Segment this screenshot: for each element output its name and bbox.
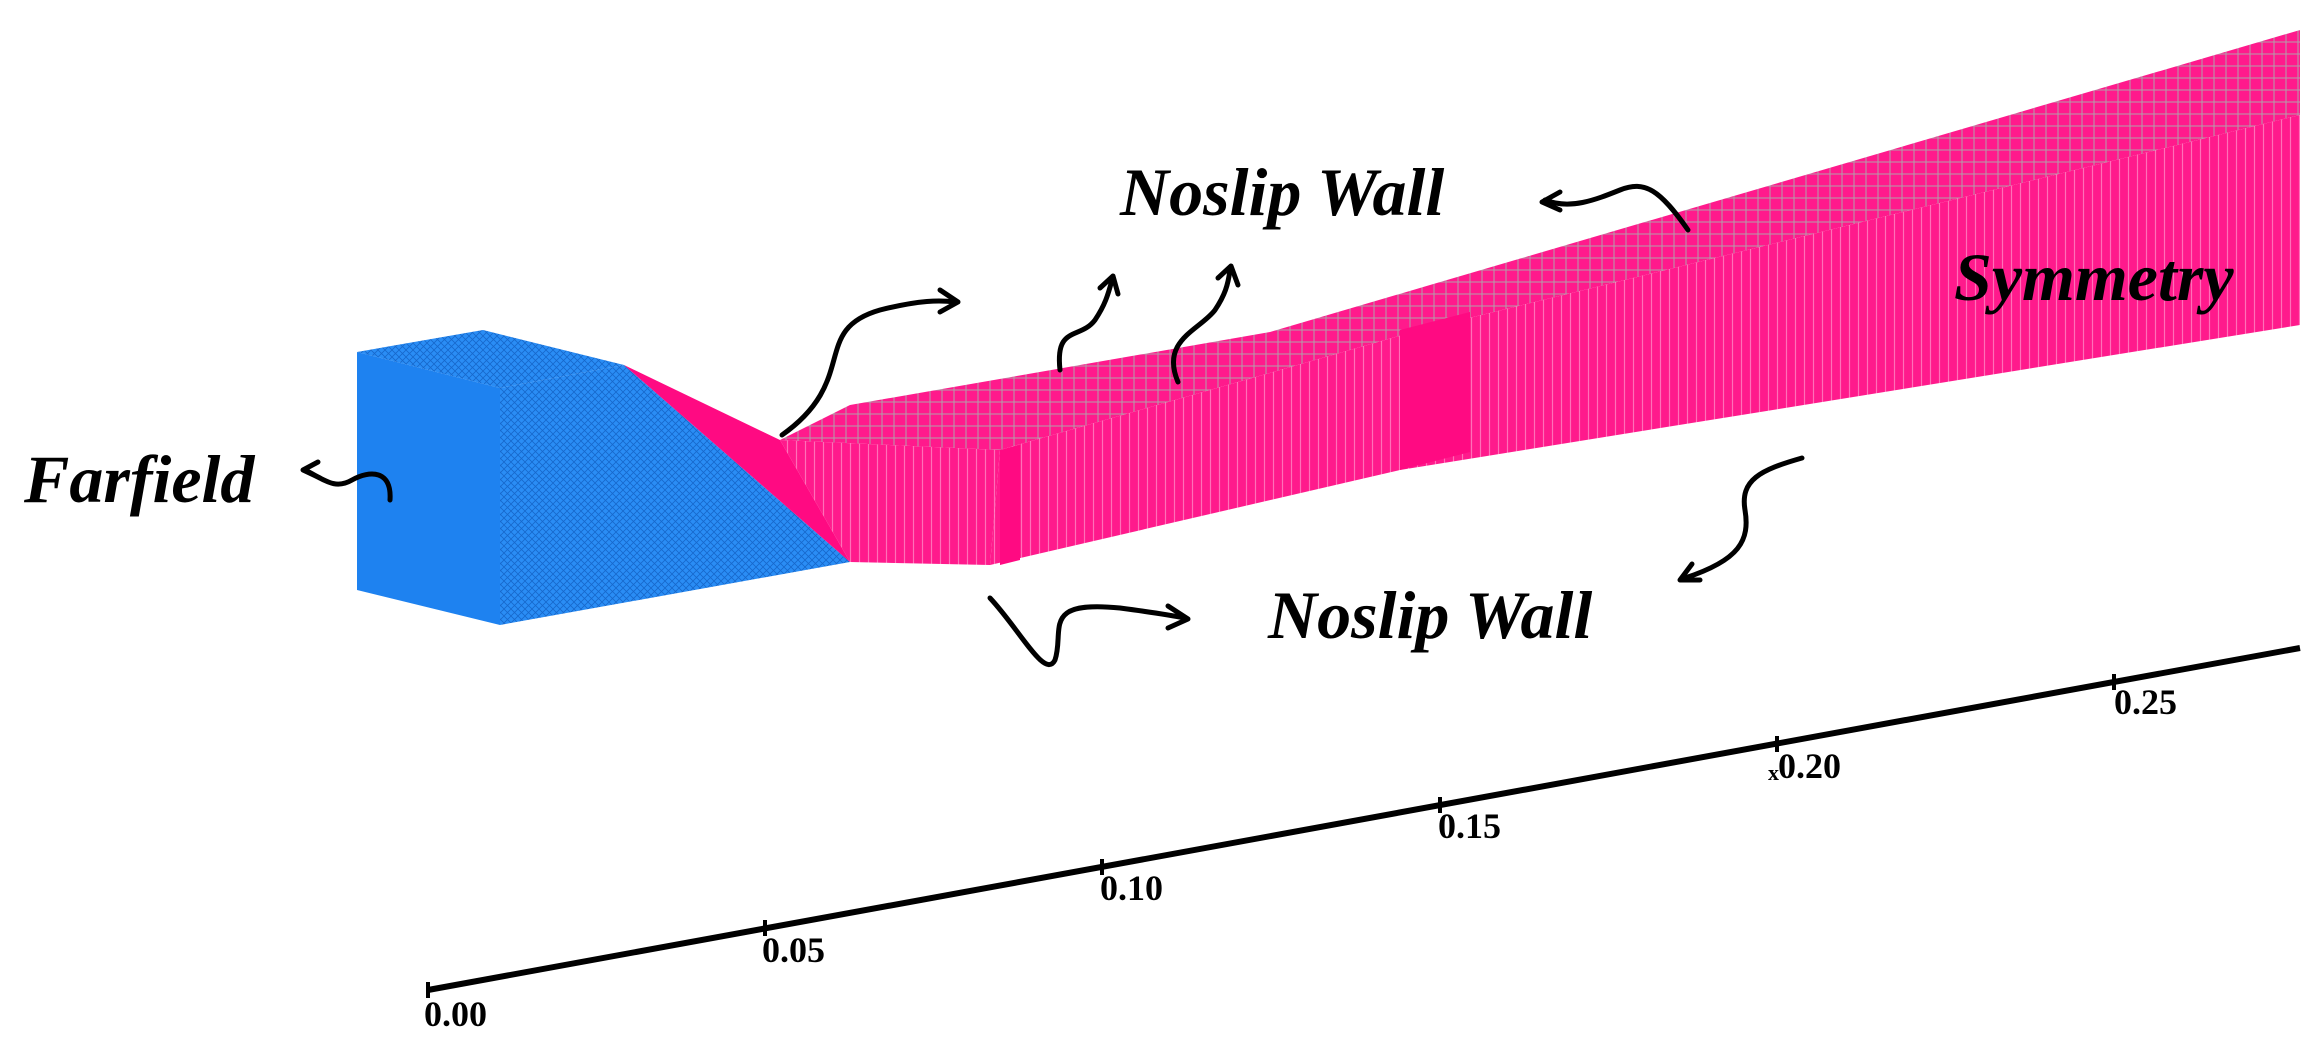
x-axis: 0.00 0.05 0.10 0.15 0.20 0.25 x xyxy=(424,645,2301,1034)
annotation-arrows xyxy=(300,183,1805,667)
tick-label-3: 0.15 xyxy=(1438,806,1501,846)
wall-arrow-1 xyxy=(1056,273,1121,373)
tick-label-4: 0.20 xyxy=(1778,746,1841,786)
farfield-side-face xyxy=(357,352,500,625)
inlet-throat xyxy=(780,440,1000,565)
bottom-wall-arrow-1 xyxy=(987,595,1191,667)
duct-highlight-band xyxy=(1400,312,1470,470)
farfield-label: Farfield xyxy=(23,441,255,517)
axis-minor-label: x xyxy=(1768,760,1779,785)
wall-mesh xyxy=(624,30,2300,565)
farfield-arrow xyxy=(300,459,393,503)
bottom-wall-arrow-2 xyxy=(1677,455,1805,583)
wall-arrow-2 xyxy=(1170,263,1241,385)
ramp-arrow xyxy=(779,287,961,438)
tick-label-5: 0.25 xyxy=(2114,682,2177,722)
farfield-front-face xyxy=(357,330,624,388)
noslip-wall-top-label: Noslip Wall xyxy=(1119,154,1444,230)
axis-ticks xyxy=(426,674,2116,998)
top-wall-arrow xyxy=(1539,183,1691,233)
inlet-ramp xyxy=(624,365,850,562)
tick-label-1: 0.05 xyxy=(762,930,825,970)
tick-label-0: 0.00 xyxy=(424,994,487,1034)
tick-label-2: 0.10 xyxy=(1100,868,1163,908)
duct-end-panel xyxy=(1000,445,1020,565)
noslip-wall-bottom-label: Noslip Wall xyxy=(1267,577,1592,653)
duct-side-surface xyxy=(990,115,2300,565)
farfield-block xyxy=(357,330,850,625)
axis-line xyxy=(427,645,2301,993)
symmetry-label: Symmetry xyxy=(1954,239,2234,315)
duct-top-surface xyxy=(780,30,2300,450)
farfield-angled-face xyxy=(500,365,850,625)
